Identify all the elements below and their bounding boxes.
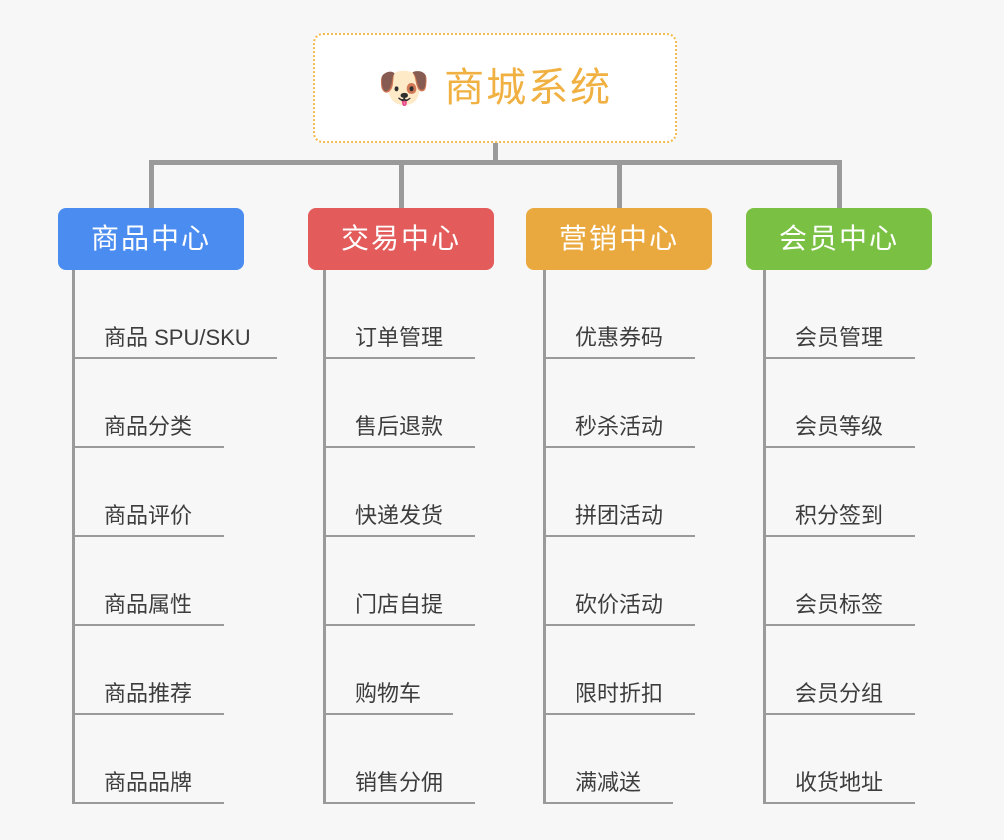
leaf-item-rule [763, 624, 915, 626]
leaf-item-label: 商品 SPU/SKU [104, 325, 251, 350]
root-node-mall-system[interactable]: 🐶 商城系统 [313, 33, 677, 143]
leaf-item-label: 砍价活动 [575, 592, 664, 617]
leaf-item-rule [543, 624, 695, 626]
leaf-item-label: 商品品牌 [104, 770, 193, 795]
connector-horizontal-bar [150, 160, 842, 165]
branch-trunk-marketing-center [543, 270, 546, 804]
leaf-item-rule [323, 446, 475, 448]
leaf-item-rule [72, 535, 224, 537]
leaf-item-rule [543, 357, 695, 359]
leaf-item-label: 满减送 [575, 770, 642, 795]
leaf-item-rule [72, 446, 224, 448]
leaf-item-label: 快递发货 [355, 503, 444, 528]
category-box-member-center[interactable]: 会员中心 [746, 208, 932, 270]
leaf-item-rule [323, 713, 453, 715]
connector-root-stem [493, 143, 498, 163]
leaf-item-label: 购物车 [355, 681, 422, 706]
leaf-item-rule [323, 535, 475, 537]
category-label-trade-center: 交易中心 [340, 223, 461, 254]
leaf-item-rule [72, 802, 224, 804]
category-box-marketing-center[interactable]: 营销中心 [526, 208, 712, 270]
category-box-product-center[interactable]: 商品中心 [58, 208, 244, 270]
leaf-item-rule [323, 802, 475, 804]
category-label-member-center: 会员中心 [778, 223, 899, 254]
connector-drop-member-center [836, 160, 842, 208]
leaf-item-label: 拼团活动 [575, 503, 664, 528]
leaf-item-rule [763, 357, 915, 359]
leaf-item-label: 限时折扣 [575, 681, 664, 706]
leaf-item-rule [763, 713, 915, 715]
branch-trunk-product-center [72, 270, 75, 804]
leaf-item-label: 商品评价 [104, 503, 193, 528]
leaf-item-rule [72, 357, 277, 359]
leaf-item-rule [72, 624, 224, 626]
leaf-item-label: 销售分佣 [355, 770, 444, 795]
leaf-item-rule [323, 624, 475, 626]
leaf-item-label: 会员分组 [795, 681, 884, 706]
leaf-item-label: 会员管理 [795, 325, 884, 350]
leaf-item-label: 售后退款 [355, 414, 444, 439]
leaf-item-rule [72, 713, 224, 715]
branch-trunk-member-center [763, 270, 766, 804]
leaf-item-label: 积分签到 [795, 503, 884, 528]
leaf-item-label: 商品属性 [104, 592, 193, 617]
leaf-item-rule [763, 446, 915, 448]
leaf-item-label: 商品分类 [104, 414, 193, 439]
shiba-dog-emoji-icon: 🐶 [377, 63, 431, 112]
leaf-item-rule [763, 802, 915, 804]
connector-drop-trade-center [398, 160, 404, 208]
leaf-item-label: 商品推荐 [104, 681, 193, 706]
leaf-item-rule [543, 535, 695, 537]
root-node-title: 商城系统 [444, 66, 613, 110]
leaf-item-label: 收货地址 [795, 770, 884, 795]
leaf-item-label: 会员标签 [795, 592, 884, 617]
connector-drop-product-center [148, 160, 154, 208]
leaf-item-rule [763, 535, 915, 537]
category-label-product-center: 商品中心 [90, 223, 211, 254]
branch-trunk-trade-center [323, 270, 326, 804]
category-box-trade-center[interactable]: 交易中心 [308, 208, 494, 270]
leaf-item-label: 门店自提 [355, 592, 444, 617]
leaf-item-label: 优惠券码 [575, 325, 664, 350]
leaf-item-rule [323, 357, 475, 359]
leaf-item-label: 秒杀活动 [575, 414, 664, 439]
leaf-item-rule [543, 802, 673, 804]
leaf-item-label: 会员等级 [795, 414, 884, 439]
leaf-item-rule [543, 446, 695, 448]
connector-drop-marketing-center [616, 160, 622, 208]
leaf-item-label: 订单管理 [355, 325, 444, 350]
category-label-marketing-center: 营销中心 [558, 223, 679, 254]
leaf-item-rule [543, 713, 695, 715]
